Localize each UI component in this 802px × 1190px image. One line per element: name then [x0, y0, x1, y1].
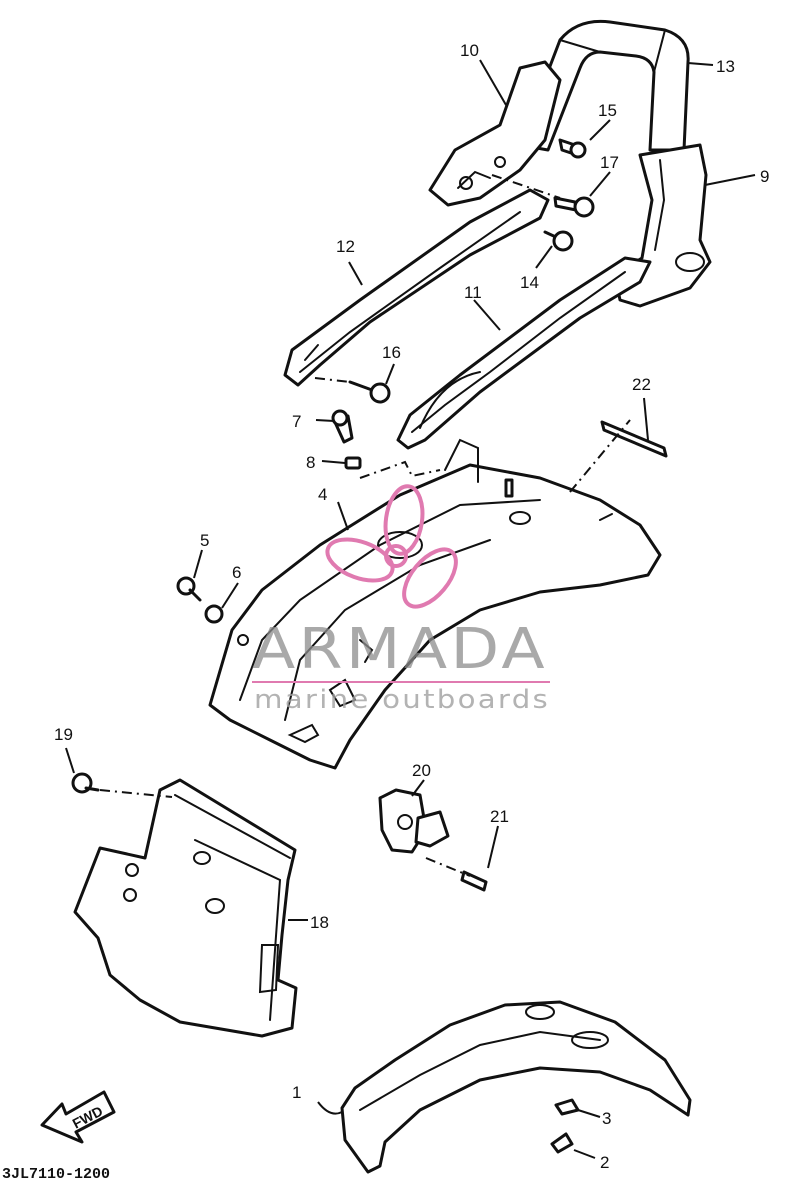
callout-4: 4	[318, 485, 327, 504]
leader-lines	[65, 59, 756, 1159]
part-code: 3JL7110-1200	[2, 1166, 110, 1183]
part-11-side-rail-right	[396, 256, 652, 450]
part-13-grab-bar	[518, 19, 690, 152]
callout-18: 18	[310, 913, 329, 932]
callout-8: 8	[306, 453, 315, 472]
callout-10: 10	[460, 41, 479, 60]
callout-13: 13	[716, 57, 735, 76]
hardware-fasteners	[71, 138, 595, 1154]
callout-21: 21	[490, 807, 509, 826]
callout-17: 17	[600, 153, 619, 172]
callout-3: 3	[602, 1109, 611, 1128]
armada-logo-watermark: ARMADA marine outboards	[252, 484, 550, 715]
watermark-brand: ARMADA	[252, 617, 548, 682]
callout-20: 20	[412, 761, 431, 780]
part-20-bracket	[378, 788, 450, 854]
callout-19: 19	[54, 725, 73, 744]
callout-9: 9	[760, 167, 769, 186]
watermark-tagline: marine outboards	[254, 685, 550, 715]
assembly-lines	[99, 174, 631, 877]
callout-1: 1	[292, 1083, 301, 1102]
callout-15: 15	[598, 101, 617, 120]
fwd-arrow-icon: FWD	[40, 1090, 116, 1144]
propeller-logo-icon	[325, 484, 458, 609]
callout-numbers: 1 2 3 4 5 6 7 8 9 10 11 12 13 14 15 16 1…	[54, 41, 769, 1172]
part-1-front-fender	[340, 1000, 692, 1174]
callout-22: 22	[632, 375, 651, 394]
callout-2: 2	[600, 1153, 609, 1172]
part-4-rear-fender	[208, 438, 662, 770]
callout-11: 11	[464, 283, 482, 302]
part-18-rear-flap	[73, 778, 298, 1038]
part-22-strip	[600, 420, 668, 458]
callout-7: 7	[292, 412, 301, 431]
callout-16: 16	[382, 343, 401, 362]
callout-14: 14	[520, 273, 539, 292]
callout-6: 6	[232, 563, 241, 582]
part-12-side-rail-left	[283, 188, 550, 387]
callout-5: 5	[200, 531, 209, 550]
part-10-left-bracket	[428, 60, 562, 207]
callout-12: 12	[336, 237, 355, 256]
